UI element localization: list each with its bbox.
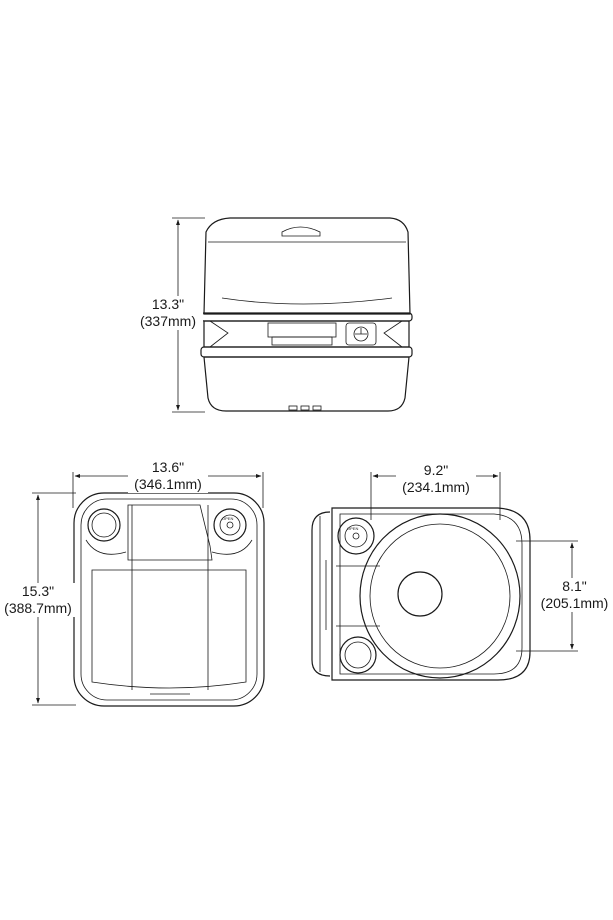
seat-width-inches: 9.2" <box>423 462 449 478</box>
depth-mm: (388.7mm) <box>4 600 72 616</box>
front-view <box>200 217 413 412</box>
width-mm: (346.1mm) <box>134 476 202 492</box>
seat-depth-label: 8.1" (205.1mm) <box>536 578 613 612</box>
top-view: OPEN <box>73 492 265 707</box>
height-mm: (337mm) <box>139 313 196 329</box>
depth-inches: 15.3" <box>21 583 55 599</box>
height-inches: 13.3" <box>151 296 185 312</box>
svg-text:OPEN: OPEN <box>347 526 358 531</box>
svg-text:OPEN: OPEN <box>222 516 233 521</box>
open-top-view: OPEN <box>311 507 531 681</box>
width-inches: 13.6" <box>151 459 185 475</box>
seat-depth-mm: (205.1mm) <box>540 595 609 611</box>
height-label: 13.3" (337mm) <box>133 296 203 330</box>
depth-label: 15.3" (388.7mm) <box>0 583 76 617</box>
seat-width-label: 9.2" (234.1mm) <box>396 462 476 496</box>
seat-depth-inches: 8.1" <box>562 578 587 594</box>
width-label: 13.6" (346.1mm) <box>128 459 208 493</box>
seat-width-mm: (234.1mm) <box>402 479 470 495</box>
